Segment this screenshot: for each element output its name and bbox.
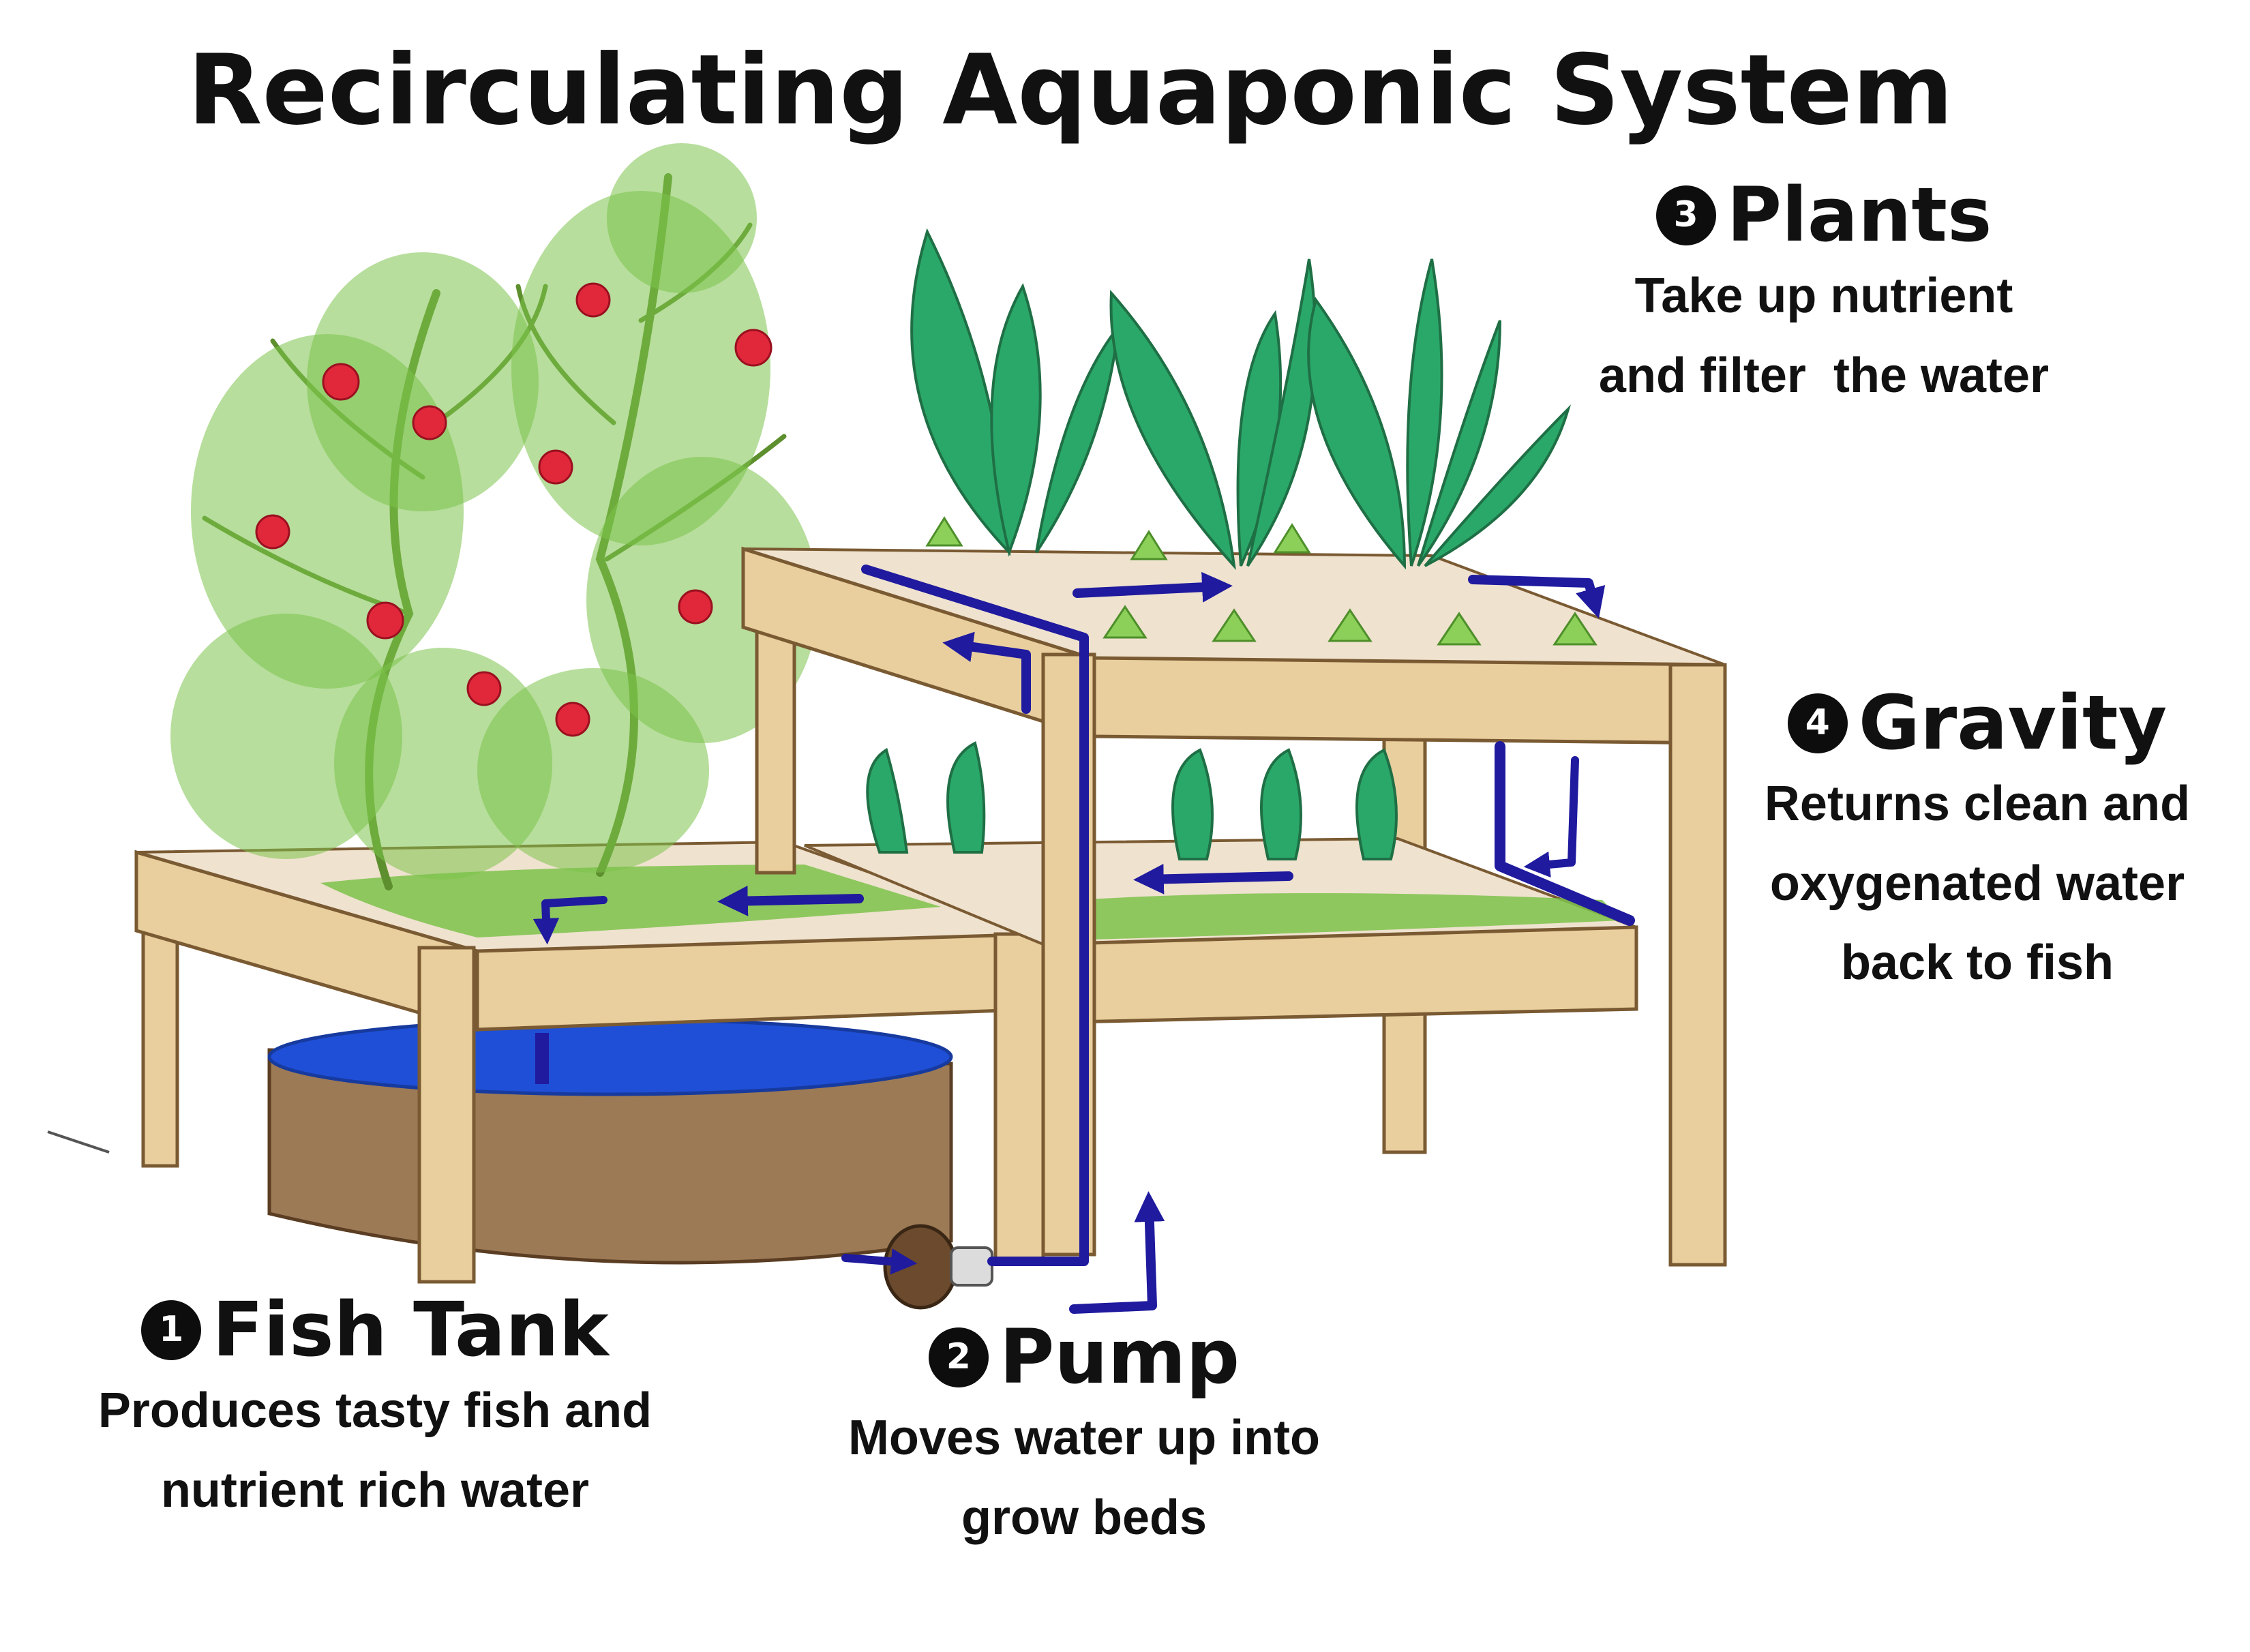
step-description-line: oxygenated water	[1769, 856, 2185, 911]
step-name: Gravity	[1858, 679, 2168, 766]
step-description-line: Returns clean and	[1764, 777, 2191, 831]
step-description-line: and filter the water	[1598, 348, 2050, 403]
right-grow-bed	[741, 228, 1727, 1267]
fish-tank	[267, 1017, 953, 1265]
tomato-foliage	[170, 143, 818, 880]
step-fish-tank: 1 Fish Tank Produces tasty fish and nutr…	[82, 1289, 668, 1530]
step-description-line: Moves water up into	[847, 1411, 1321, 1465]
riser-pipe	[861, 565, 1089, 1266]
pump-icon	[883, 1224, 993, 1310]
step-description-line: nutrient rich water	[160, 1462, 590, 1518]
step-description-line: back to fish	[1840, 935, 2114, 991]
lettuce-row	[866, 741, 1398, 860]
step-number-badge: 4	[1787, 693, 1848, 753]
bed-leg	[1668, 663, 1727, 1267]
leafy-greens	[910, 228, 1572, 571]
diagram-title: Recirculating Aquaponic System	[188, 34, 1953, 147]
seedling-row	[925, 516, 1597, 646]
tank-return-pipe	[535, 1033, 549, 1084]
step-name: Fish Tank	[212, 1286, 609, 1373]
left-grow-bed	[134, 840, 1045, 1284]
bed-rail	[475, 932, 1045, 1032]
step-number-badge: 3	[1655, 185, 1716, 245]
bed-rail	[1089, 656, 1727, 745]
step-gravity: 4 Gravity Returns clean and oxygenated w…	[1718, 682, 2236, 1003]
water-flow	[532, 565, 1635, 1314]
step-plants: 3 Plants Take up nutrient and filter the…	[1534, 174, 2114, 415]
step-number-badge: 2	[928, 1327, 989, 1387]
step-description-line: Take up nutrient	[1634, 269, 2013, 323]
step-pump: 2 Pump Moves water up into grow beds	[811, 1316, 1357, 1557]
step-description-line: grow beds	[961, 1490, 1208, 1545]
drain-pipe	[1495, 741, 1635, 926]
bed-leg	[417, 946, 476, 1284]
tomato-plants	[170, 143, 818, 890]
step-number-badge: 1	[141, 1300, 202, 1360]
step-name: Pump	[999, 1313, 1240, 1400]
step-description-line: Produces tasty fish and	[97, 1383, 652, 1438]
bed-leg	[993, 932, 1045, 1263]
step-name: Plants	[1726, 171, 1992, 258]
ground-cover	[320, 865, 941, 937]
tank-water	[267, 1017, 953, 1096]
bed-rail	[1041, 925, 1638, 1025]
tomato-fruit	[255, 282, 772, 737]
ground-cover	[1077, 893, 1623, 940]
